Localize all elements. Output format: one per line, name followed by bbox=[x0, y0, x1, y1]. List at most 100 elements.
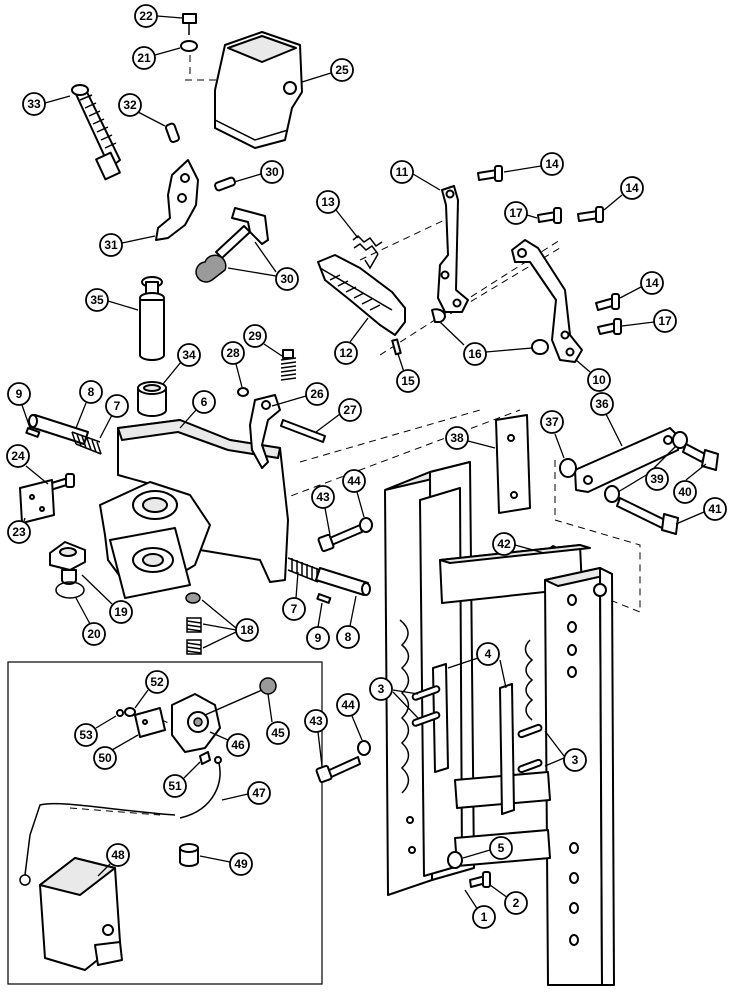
callout-31: 31 bbox=[99, 233, 156, 257]
spring-set-part bbox=[185, 592, 202, 655]
callout-22: 22 bbox=[134, 4, 183, 28]
callout-label: 19 bbox=[114, 605, 128, 619]
callout-label: 4 bbox=[485, 647, 492, 661]
bolt-part bbox=[616, 497, 679, 535]
washer-part bbox=[124, 707, 136, 717]
callout-label: 30 bbox=[280, 272, 294, 286]
callout-label: 8 bbox=[88, 385, 95, 399]
callout-label: 15 bbox=[401, 374, 415, 388]
callout-label: 17 bbox=[509, 206, 523, 220]
sensor-part bbox=[171, 689, 263, 753]
callout-44: 44 bbox=[342, 469, 366, 518]
bolt-part bbox=[317, 524, 363, 553]
bolt-part bbox=[577, 206, 604, 223]
callout-label: 3 bbox=[572, 753, 579, 767]
callout-label: 14 bbox=[625, 181, 639, 195]
callout-label: 36 bbox=[595, 397, 609, 411]
callout-19: 19 bbox=[81, 574, 133, 624]
callout-30b: 30 bbox=[227, 241, 299, 291]
callout-label: 49 bbox=[234, 857, 248, 871]
callout-16: 16 bbox=[439, 321, 533, 366]
pin-part bbox=[517, 723, 543, 739]
callout-label: 38 bbox=[450, 431, 464, 445]
callout-40: 40 bbox=[673, 463, 707, 504]
callout-label: 40 bbox=[678, 485, 692, 499]
callout-12: 12 bbox=[334, 317, 369, 365]
cover-part bbox=[214, 31, 303, 149]
bolt-part bbox=[182, 13, 197, 35]
callout-label: 39 bbox=[650, 472, 664, 486]
bolt-part bbox=[537, 207, 562, 224]
callout-label: 34 bbox=[182, 348, 196, 362]
callout-52: 52 bbox=[134, 670, 169, 709]
frame-assembly-part bbox=[384, 461, 615, 986]
callout-3: 3 bbox=[369, 677, 419, 719]
pin-part bbox=[214, 176, 236, 192]
washer-part bbox=[359, 517, 373, 533]
bolt-part bbox=[315, 756, 361, 784]
callout-label: 20 bbox=[87, 627, 101, 641]
roll-pin-part bbox=[316, 593, 332, 604]
callout-7b: 7 bbox=[282, 571, 306, 621]
callout-label: 44 bbox=[341, 698, 355, 712]
callout-3b: 3 bbox=[544, 730, 587, 772]
retaining-ring-part bbox=[55, 581, 85, 599]
crank-handle-part bbox=[195, 207, 269, 283]
bolt-part bbox=[595, 293, 620, 311]
pin-part bbox=[411, 685, 441, 701]
spring-part bbox=[280, 349, 297, 381]
callout-label: 42 bbox=[497, 537, 511, 551]
callout-label: 31 bbox=[104, 238, 118, 252]
callout-27: 27 bbox=[315, 398, 362, 433]
washer-part bbox=[357, 740, 371, 756]
callout-49: 49 bbox=[199, 852, 253, 876]
callout-33: 33 bbox=[22, 92, 71, 116]
callout-7: 7 bbox=[99, 394, 129, 439]
callout-label: 13 bbox=[321, 195, 335, 209]
callout-10: 10 bbox=[575, 359, 611, 392]
bushing-part bbox=[531, 339, 549, 355]
nut-part bbox=[116, 709, 124, 717]
callout-15: 15 bbox=[396, 353, 420, 393]
spring-part bbox=[71, 431, 102, 455]
bolt-part bbox=[469, 871, 491, 888]
callout-39: 39 bbox=[617, 445, 677, 493]
callout-label: 46 bbox=[231, 738, 245, 752]
washer-part bbox=[559, 458, 577, 478]
callout-label: 53 bbox=[79, 728, 93, 742]
washer-part bbox=[672, 431, 688, 449]
callout-32: 32 bbox=[118, 93, 166, 127]
latch-part bbox=[49, 541, 86, 585]
bolt-part bbox=[597, 318, 622, 335]
callout-20: 20 bbox=[75, 597, 106, 646]
callout-48: 48 bbox=[97, 843, 130, 877]
link-part bbox=[574, 427, 681, 493]
callout-label: 7 bbox=[114, 399, 121, 413]
callout-label: 5 bbox=[498, 841, 505, 855]
plunger-pin-part bbox=[139, 276, 165, 361]
callout-29: 29 bbox=[243, 324, 283, 357]
callout-17b: 17 bbox=[621, 309, 677, 333]
callout-label: 32 bbox=[123, 98, 137, 112]
pin-part bbox=[517, 758, 543, 774]
callout-36: 36 bbox=[590, 392, 623, 447]
callout-label: 44 bbox=[347, 474, 361, 488]
callout-17: 17 bbox=[504, 201, 538, 225]
callout-14c: 14 bbox=[619, 271, 664, 299]
callout-21: 21 bbox=[132, 46, 181, 70]
pin-part bbox=[315, 567, 371, 596]
bracket-part bbox=[134, 707, 166, 738]
plate-part bbox=[19, 479, 55, 524]
callout-label: 6 bbox=[201, 395, 208, 409]
callout-label: 17 bbox=[658, 314, 672, 328]
callout-37: 37 bbox=[540, 410, 565, 459]
callout-label: 10 bbox=[592, 373, 606, 387]
callout-13: 13 bbox=[316, 190, 359, 239]
callout-43: 43 bbox=[311, 485, 335, 536]
callout-label: 30 bbox=[265, 165, 279, 179]
callout-11: 11 bbox=[390, 160, 441, 191]
callout-6: 6 bbox=[179, 390, 216, 429]
roll-pin-part bbox=[25, 427, 41, 438]
grommet-part bbox=[179, 843, 199, 867]
